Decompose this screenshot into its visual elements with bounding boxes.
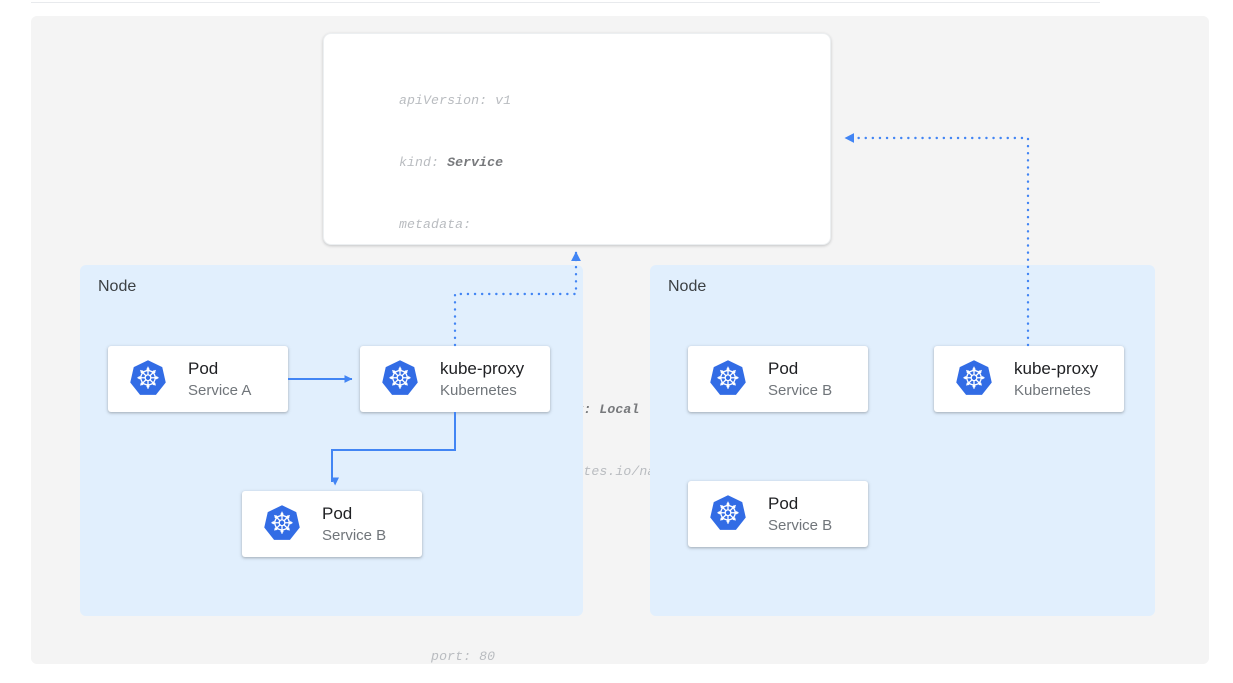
- card-title: kube-proxy: [1014, 358, 1099, 378]
- card-subtitle: Service B: [768, 516, 833, 534]
- card-pod-service-b-right-bottom[interactable]: Pod Service B: [688, 481, 868, 547]
- node-panel-right: Node: [650, 265, 1155, 616]
- card-text: Pod Service B: [768, 358, 832, 401]
- card-kube-proxy-right[interactable]: kube-proxy Kubernetes: [934, 346, 1124, 412]
- card-title: kube-proxy: [440, 358, 525, 378]
- card-text: Pod Service B: [768, 493, 832, 536]
- card-title: Pod: [322, 503, 353, 523]
- yaml-line: metadata:: [399, 216, 472, 232]
- kubernetes-logo-icon: [710, 360, 746, 395]
- node-panel-left: Node: [80, 265, 583, 616]
- card-text: kube-proxy Kubernetes: [440, 358, 524, 401]
- card-subtitle: Kubernetes: [1014, 381, 1091, 399]
- card-subtitle: Service B: [768, 381, 833, 399]
- card-pod-service-b-left[interactable]: Pod Service B: [242, 491, 422, 557]
- card-subtitle: Service A: [188, 381, 252, 399]
- card-title: Pod: [768, 493, 799, 513]
- card-pod-service-a[interactable]: Pod Service A: [108, 346, 288, 412]
- service-manifest-card: apiVersion: v1 kind: Service metadata: n…: [323, 33, 831, 664]
- kubernetes-logo-icon: [130, 360, 166, 395]
- yaml-line: apiVersion: v1: [399, 93, 512, 109]
- kubernetes-logo-icon: [382, 360, 418, 395]
- yaml-line: port: 80: [399, 649, 496, 665]
- card-title: Pod: [188, 358, 219, 378]
- node-label: Node: [98, 278, 137, 295]
- kubernetes-logo-icon: [264, 505, 300, 540]
- card-title: Pod: [768, 358, 799, 378]
- card-subtitle: Kubernetes: [440, 381, 517, 399]
- card-subtitle: Service B: [322, 526, 387, 544]
- card-kube-proxy-left[interactable]: kube-proxy Kubernetes: [360, 346, 550, 412]
- kubernetes-logo-icon: [710, 495, 746, 530]
- node-label: Node: [668, 278, 707, 295]
- card-text: kube-proxy Kubernetes: [1014, 358, 1098, 401]
- yaml-line: kind: Service: [399, 154, 504, 170]
- top-divider: [31, 2, 1100, 3]
- card-text: Pod Service B: [322, 503, 386, 546]
- kubernetes-logo-icon: [956, 360, 992, 395]
- card-pod-service-b-right-top[interactable]: Pod Service B: [688, 346, 868, 412]
- card-text: Pod Service A: [188, 358, 251, 401]
